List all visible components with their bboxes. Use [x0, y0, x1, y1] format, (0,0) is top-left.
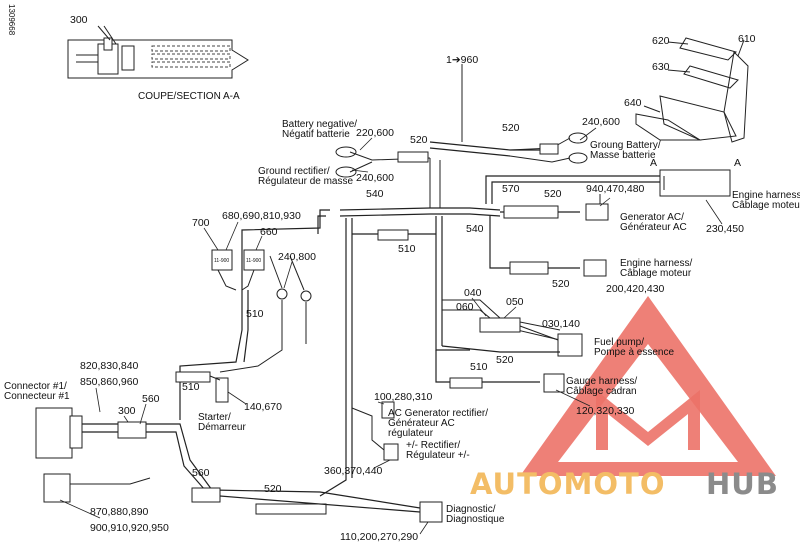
callout-510-b: 510 — [398, 243, 416, 255]
label-engine-harness-top-2: Câblage moteur — [732, 200, 800, 211]
side-code: 1309668 — [7, 4, 16, 36]
label-starter-1: Starter/ — [198, 412, 231, 423]
label-rectifier-2: Régulateur +/- — [406, 450, 470, 461]
leader-lines — [59, 127, 723, 535]
section-mark-a-left: A — [650, 157, 657, 169]
callout-120-320-330: 120,320,330 — [576, 405, 635, 417]
callout-510-a: 510 — [246, 308, 264, 320]
callout-570: 570 — [502, 183, 520, 195]
label-diagnostic-2: Diagnostique — [446, 514, 505, 525]
label-ground-rectifier-1: Ground rectifier/ — [258, 166, 330, 177]
label-ground-battery-2: Masse batterie — [590, 150, 656, 161]
label-battery-negative-2: Négatif batterie — [282, 129, 350, 140]
callout-850-860-960: 850,860,960 — [80, 376, 139, 388]
label-gauge-harness-2: Câblage cadran — [566, 386, 637, 397]
callout-640: 640 — [624, 97, 642, 109]
label-engine-harness-top-1: Engine harness/ — [732, 190, 800, 201]
callout-100-280-310: 100,280,310 — [374, 391, 433, 403]
label-engine-harness-1: Engine harness/ — [620, 258, 692, 269]
callout-240-600-a: 240,600 — [582, 116, 620, 128]
label-connector1-2: Connecteur #1 — [4, 391, 70, 402]
label-ground-rectifier-2: Régulateur de masse — [258, 176, 353, 187]
label-generator-1: Generator AC/ — [620, 212, 684, 223]
callout-240-600-b: 240,600 — [356, 172, 394, 184]
callout-300-top: 300 — [70, 14, 88, 26]
callout-870-880-890: 870,880,890 — [90, 506, 149, 518]
callout-050: 050 — [506, 296, 524, 308]
label-diagnostic-1: Diagnostic/ — [446, 504, 496, 515]
label-fuel-pump-2: Pompe à essence — [594, 347, 674, 358]
callout-520-c: 520 — [544, 188, 562, 200]
callout-820-830-840: 820,830,840 — [80, 360, 139, 372]
callout-900-910-920-950: 900,910,920,950 — [90, 522, 169, 534]
label-rectifier-1: +/- Rectifier/ — [406, 440, 460, 451]
section-mark-a-right: A — [734, 157, 741, 169]
callout-200-420-430: 200,420,430 — [606, 283, 665, 295]
label-connector1-1: Connector #1/ — [4, 381, 67, 392]
callout-700: 700 — [192, 217, 210, 229]
section-title: COUPE/SECTION A-A — [138, 91, 240, 102]
callout-680-690-810-930: 680,690,810,930 — [222, 210, 301, 222]
callout-540-a: 540 — [366, 188, 384, 200]
label-ground-battery-1: Groung Battery/ — [590, 140, 661, 151]
watermark-logo: AUTOMOTO HUB — [470, 296, 779, 501]
watermark-text-a: AUTOMOTO — [470, 467, 665, 501]
callout-060: 060 — [456, 301, 474, 313]
label-gauge-harness-1: Gauge harness/ — [566, 376, 637, 387]
label-ac-gen-rectifier-2: Générateur AC — [388, 418, 455, 429]
callout-560-b: 560 — [192, 467, 210, 479]
watermark-m-icon — [596, 390, 700, 450]
label-battery-negative-1: Battery negative/ — [282, 119, 357, 130]
label-generator-2: Générateur AC — [620, 222, 687, 233]
callout-940-470-480: 940,470,480 — [586, 183, 645, 195]
callout-140-670: 140,670 — [244, 401, 282, 413]
callout-240-800: 240,800 — [278, 251, 316, 263]
callout-110-200-270-290: 110,200,270,290 — [340, 531, 418, 543]
engine-connector-assembly: 620 610 630 640 — [624, 33, 756, 143]
callout-540-b: 540 — [466, 223, 484, 235]
label-ac-gen-rectifier-1: AC Generator rectifier/ — [388, 408, 488, 419]
section-pins — [151, 45, 231, 68]
label-engine-harness-2: Câblage moteur — [620, 268, 692, 279]
callout-360-370-440: 360,370,440 — [324, 465, 383, 477]
callout-300: 300 — [118, 405, 136, 417]
relay-label-left: 11-900 — [214, 258, 229, 264]
component-labels: Battery negative/ Négatif batterie Groun… — [4, 119, 800, 525]
callout-numbers: 1➔960 520 520 220,600 240,600 240,600 54… — [80, 54, 744, 543]
callout-510-d: 510 — [470, 361, 488, 373]
relay-label-right: 11-900 — [246, 258, 261, 264]
callout-520-f: 520 — [264, 483, 282, 495]
harness-wires — [35, 64, 731, 523]
callout-610: 610 — [738, 33, 756, 45]
label-ac-gen-rectifier-3: régulateur — [388, 428, 434, 439]
label-starter-2: Démarreur — [198, 422, 246, 433]
callout-1-960: 1➔960 — [446, 54, 478, 66]
callout-520-b: 520 — [502, 122, 520, 134]
section-view: 300 COUPE/SECTION A-A — [67, 14, 249, 102]
watermark-text-b: HUB — [706, 467, 779, 501]
callout-560-a: 560 — [142, 393, 160, 405]
callout-520-d: 520 — [552, 278, 570, 290]
callout-030-140: 030,140 — [542, 318, 580, 330]
callout-520-a: 520 — [410, 134, 428, 146]
callout-520-e: 520 — [496, 354, 514, 366]
callout-040: 040 — [464, 287, 482, 299]
callout-230-450: 230,450 — [706, 223, 744, 235]
callout-620: 620 — [652, 35, 670, 47]
watermark-triangle-icon — [520, 296, 776, 476]
label-fuel-pump-1: Fuel pump/ — [594, 337, 644, 348]
callout-510-c: 510 — [182, 381, 200, 393]
callout-220-600: 220,600 — [356, 127, 394, 139]
callout-660: 660 — [260, 226, 278, 238]
callout-630: 630 — [652, 61, 670, 73]
